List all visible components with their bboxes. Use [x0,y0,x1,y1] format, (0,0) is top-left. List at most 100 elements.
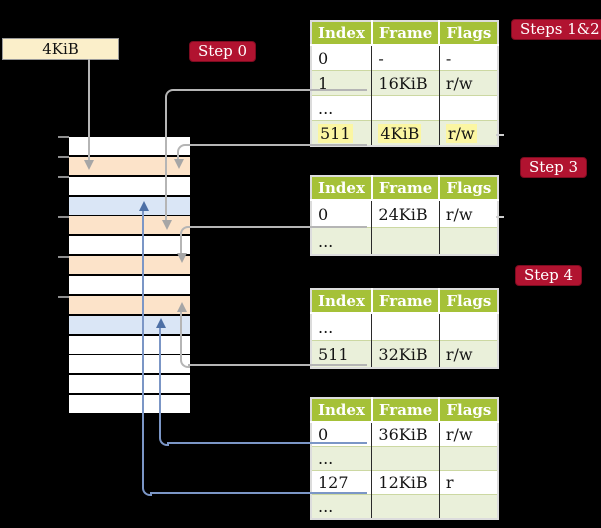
table-cell: 32KiB [371,340,440,368]
table-cell [371,95,440,121]
connector-t1-row1-line [165,97,167,220]
column-header-frame: Frame [371,398,441,423]
memory-tick [58,256,69,258]
memory-row-5 [69,236,190,254]
column-header-flags: Flags [439,398,499,423]
step-label-4: Step 4 [515,265,583,286]
highlighted-value: 4KiB [378,123,422,143]
memory-tick [58,176,69,178]
memory-row-2 [69,177,190,195]
connector-t4-row127-line [142,211,144,486]
column-header-flags: Flags [439,289,499,314]
table-row: ... [311,227,499,255]
table-cell: ... [311,95,373,121]
table-cell: r/w [439,421,499,447]
table-row: ... [311,446,499,471]
connector-corner [165,89,175,99]
arrow-down-icon [174,159,184,169]
column-header-frame: Frame [371,21,441,46]
table-cell [439,227,499,255]
table-cell: r [439,470,499,495]
column-header-flags: Flags [439,176,499,201]
table-cell: ... [311,446,373,471]
table-cell: 16KiB [371,70,440,96]
table-cell [439,494,499,519]
table-cell: 4KiB [371,120,440,146]
memory-row-8 [69,296,190,314]
column-header-frame: Frame [371,289,441,314]
arrow-down-icon [84,160,94,170]
table-cell: ... [311,227,373,255]
connector-corner [177,144,187,154]
memory-row-1 [69,157,190,175]
highlighted-value: r/w [445,123,477,143]
table-cell [371,494,440,519]
memory-row-12 [69,375,190,393]
connector-t1-row511-line [177,152,179,159]
connector-framebox-line [88,59,90,160]
memory-tick [58,156,69,158]
table-cell: 127 [311,470,373,495]
table-row: ... [311,312,499,341]
memory-row-7 [69,276,190,294]
table-row: 0-- [311,44,499,71]
table-cell: 12KiB [371,470,440,495]
table-cell: - [439,44,499,71]
memory-row-3 [69,197,190,215]
column-header-flags: Flags [439,21,499,46]
step-label-0: Step 0 [189,41,257,62]
connector-t3-row511-line [188,364,367,366]
connector-corner [180,358,190,368]
table-cell: r/w [439,120,499,146]
table-cell: 0 [311,44,373,71]
column-header-index: Index [311,289,373,314]
table-cell: ... [311,312,373,341]
table-row: ... [311,494,499,519]
table-cell: 511 [311,120,373,146]
column-header-index: Index [311,21,373,46]
memory-row-0 [69,137,190,155]
table-cell: r/w [439,70,499,96]
connector-corner [142,486,152,496]
arrow-up-icon [156,318,166,328]
table-cell [371,446,440,471]
column-header-frame: Frame [371,176,441,201]
table-cell: 24KiB [371,199,440,228]
table-cell: r/w [439,340,499,368]
memory-row-11 [69,355,190,373]
arrow-up-icon [139,201,149,211]
connector-stub [496,134,504,136]
memory-column [69,137,190,415]
connector-t4-row0-line [167,442,367,444]
memory-tick [58,136,69,138]
table-cell [439,446,499,471]
connector-corner [180,226,190,236]
table-cell: r/w [439,199,499,228]
step-label-1-2: Steps 1&2 [511,19,601,40]
arrow-down-icon [162,220,172,230]
memory-row-10 [69,336,190,354]
connector-t4-row0-line [159,328,161,436]
arrow-down-icon [177,253,187,263]
memory-row-6 [69,256,190,274]
table-cell [371,227,440,255]
table-cell: 1 [311,70,373,96]
connector-t1-row511-line [185,144,367,146]
column-header-index: Index [311,176,373,201]
table-cell: - [371,44,440,71]
arrow-up-icon [177,302,187,312]
table-cell [371,312,440,341]
step-label-3: Step 3 [520,157,588,178]
connector-t2-row0-line [188,226,367,228]
